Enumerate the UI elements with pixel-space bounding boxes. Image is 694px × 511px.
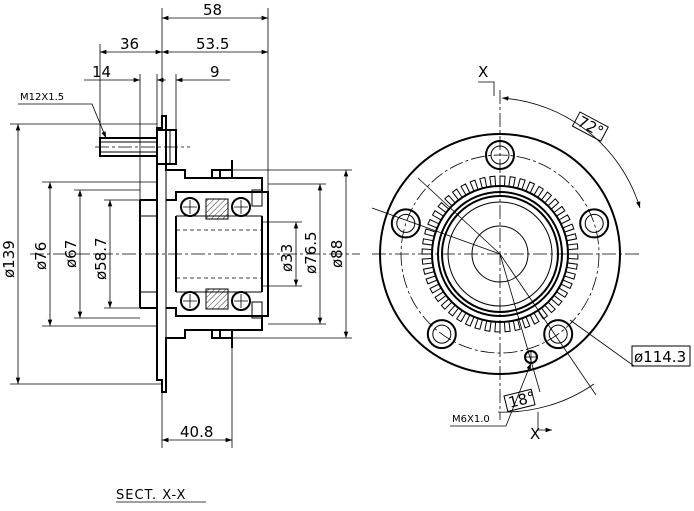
tone-ring-inner <box>431 185 569 323</box>
dim-88: ø88 <box>328 240 346 268</box>
stud-hole <box>548 324 568 344</box>
bearing-upper <box>180 189 263 220</box>
dim-9: 9 <box>210 63 220 81</box>
thread-sensor-label: M6X1.0 <box>452 414 490 425</box>
pcd-circle <box>400 154 600 354</box>
dim-33: ø33 <box>278 244 296 272</box>
stud-hole <box>579 208 610 239</box>
angle-arc-18 <box>497 383 595 413</box>
stud-hole <box>432 324 452 344</box>
dim-58-7: ø58.7 <box>92 237 110 280</box>
dim-53-5: 53.5 <box>196 35 229 53</box>
hub-spigot-circle <box>447 201 553 307</box>
bearing-lower <box>180 288 263 319</box>
section-mark-top: X <box>478 63 488 81</box>
bearing-outer <box>437 191 563 317</box>
angle-18: 18° <box>507 388 537 412</box>
flange-outer-circle <box>379 133 621 375</box>
seal-upper <box>251 189 263 207</box>
ball-upper-right <box>231 197 251 217</box>
dim-76-5: ø76.5 <box>302 231 320 274</box>
seal-lower <box>251 301 263 319</box>
outer-ring <box>212 177 269 331</box>
section-mark-bottom: X <box>530 425 540 443</box>
leader-m12 <box>18 103 107 139</box>
cage-upper <box>205 198 229 220</box>
front-view: X X 72° 18° ø114.3 M6X1.0 <box>371 63 691 443</box>
hub-body <box>166 191 262 317</box>
stud-hole <box>543 319 574 350</box>
section-mark-bottom-line <box>537 412 552 433</box>
stud-hole <box>584 213 604 233</box>
pcd-label: ø114.3 <box>634 348 686 366</box>
section-caption: SECT. X-X <box>116 488 186 503</box>
dim-14: 14 <box>92 63 111 81</box>
dim-58: 58 <box>203 1 222 19</box>
section-mark-top-line <box>478 81 495 96</box>
stud-hole <box>426 319 457 350</box>
wheel-stud <box>95 129 190 165</box>
dim-36: 36 <box>120 35 139 53</box>
cage-lower <box>205 288 229 310</box>
hub-spigot <box>139 199 157 309</box>
dim-76: ø76 <box>32 242 50 270</box>
center-bore <box>471 225 529 283</box>
bearing-ring <box>441 195 559 313</box>
dim-139: ø139 <box>0 240 18 278</box>
ball-lower-left <box>180 291 200 311</box>
section-view: 58 36 53.5 14 9 M12X1.5 ø139 ø76 ø67 <box>0 1 360 503</box>
ball-lower-right <box>231 291 251 311</box>
dim-40-8: 40.8 <box>180 423 213 441</box>
stud-hole <box>390 208 421 239</box>
angle-arc-72 <box>501 96 641 209</box>
leader-m6 <box>450 362 532 427</box>
dim-67: ø67 <box>62 240 80 268</box>
angle-72: 72° <box>575 113 607 141</box>
thread-stud-label: M12X1.5 <box>20 92 64 103</box>
ball-upper-left <box>180 197 200 217</box>
